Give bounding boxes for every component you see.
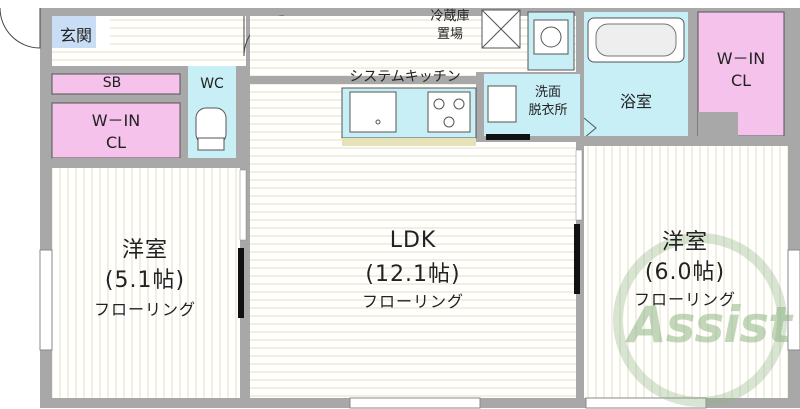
west-room-size: (5.1帖) (104, 268, 186, 293)
wc-label: WC (200, 76, 224, 92)
window-west (39, 249, 53, 351)
entrance-label: 玄関 (59, 26, 92, 45)
ldk-floor-type: フローリング (361, 292, 464, 311)
east-room-size: (6.0帖) (644, 260, 726, 285)
window-south (349, 397, 481, 409)
watermark-text: Assist (628, 296, 792, 354)
west-room-floor (52, 168, 240, 398)
east-sliding-door (574, 224, 580, 294)
vanity-icon (487, 85, 517, 123)
window-east (787, 249, 800, 351)
shoe-box (51, 73, 181, 95)
entrance-floor (52, 16, 96, 48)
closet-left-label: W－IN CL (91, 111, 141, 152)
ldk-size: (12.1帖) (365, 262, 461, 287)
stove-icon (427, 91, 471, 133)
ldk-name: LDK (389, 228, 437, 253)
sb-label: SB (102, 75, 122, 91)
watermark-logo (613, 233, 787, 407)
sink-icon (349, 91, 397, 133)
west-room-name: 洋室 (121, 238, 168, 263)
washroom-label: 洗面 脱衣所 (528, 85, 568, 118)
east-room-floor (584, 146, 788, 398)
west-sliding-door (238, 248, 244, 318)
kitchen-label: システムキッチン (349, 69, 461, 85)
bath-label: 浴室 (619, 92, 652, 111)
west-room-floor-type: フローリング (93, 300, 196, 319)
closet-right-label: W－IN CL (716, 49, 766, 90)
entrance-door (0, 7, 41, 49)
east-room-floor-type: フローリング (633, 290, 736, 309)
walk-in-closet-left (51, 102, 181, 159)
fridge-label: 冷蔵庫 置場 (430, 9, 470, 42)
east-room-name: 洋室 (661, 230, 708, 255)
